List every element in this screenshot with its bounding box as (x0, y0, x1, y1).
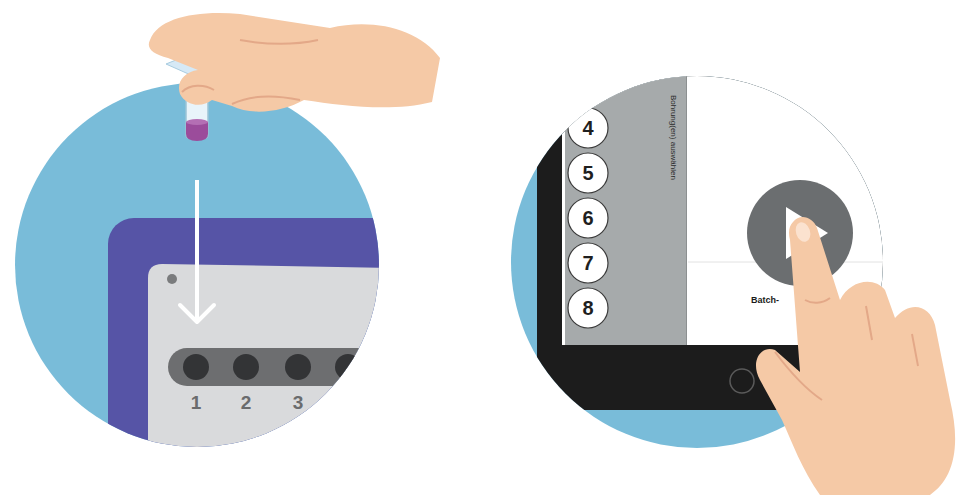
button-circle (568, 108, 608, 148)
thumb-crease (182, 86, 214, 92)
well-number: 6 (567, 197, 609, 239)
well-number-button: 5 (567, 152, 609, 194)
well-number: 7 (567, 242, 609, 284)
tube-cap (166, 52, 232, 80)
panel-screw (167, 274, 177, 284)
thumb-crease (775, 352, 822, 400)
panel-heading: Bohrung(en) auswählen (669, 95, 678, 180)
tablet-vignette: Bohrung(en) auswählen 45678 Batch- (511, 76, 883, 448)
well-number-button: 7 (567, 242, 609, 284)
sample-well (183, 354, 209, 380)
instrument-housing (108, 218, 379, 447)
finger-crease (805, 298, 830, 303)
sample-well (335, 354, 361, 380)
button-circle (568, 198, 608, 238)
insert-arrow-shaft (195, 180, 199, 322)
fingernail (793, 220, 812, 243)
tablet-screen (562, 76, 883, 345)
well-number-button: 8 (567, 287, 609, 329)
well-number: 1 (191, 392, 202, 414)
sample-well (233, 354, 259, 380)
finger-crease (232, 97, 300, 104)
liquid-surface (186, 119, 208, 125)
well-number: 4 (567, 107, 609, 149)
well-number: 5 (567, 152, 609, 194)
finger-crease (240, 40, 318, 44)
well-number: 8 (567, 287, 609, 329)
sample-tube (166, 52, 232, 141)
button-circle (568, 243, 608, 283)
button-circle (568, 288, 608, 328)
play-button (747, 180, 853, 286)
finger-crease (866, 306, 872, 340)
left-hand (149, 13, 440, 112)
tube-body (186, 76, 208, 138)
insert-arrow-head (180, 305, 214, 322)
play-icon (786, 207, 828, 259)
well-number-button: 6 (567, 197, 609, 239)
finger-crease (912, 334, 918, 366)
well-number: 2 (241, 392, 252, 414)
well-slot (168, 348, 379, 386)
home-button (730, 369, 754, 393)
button-caption: Batch- (751, 295, 779, 305)
well-number: 3 (293, 392, 304, 414)
button-circle (568, 153, 608, 193)
well-number-button: 4 (567, 107, 609, 149)
tube-liquid (186, 122, 208, 141)
instrument-vignette: 1 2 3 (15, 83, 379, 447)
well-selection-panel: Bohrung(en) auswählen 45678 (565, 76, 687, 345)
sample-well (285, 354, 311, 380)
right-hand (756, 217, 955, 495)
